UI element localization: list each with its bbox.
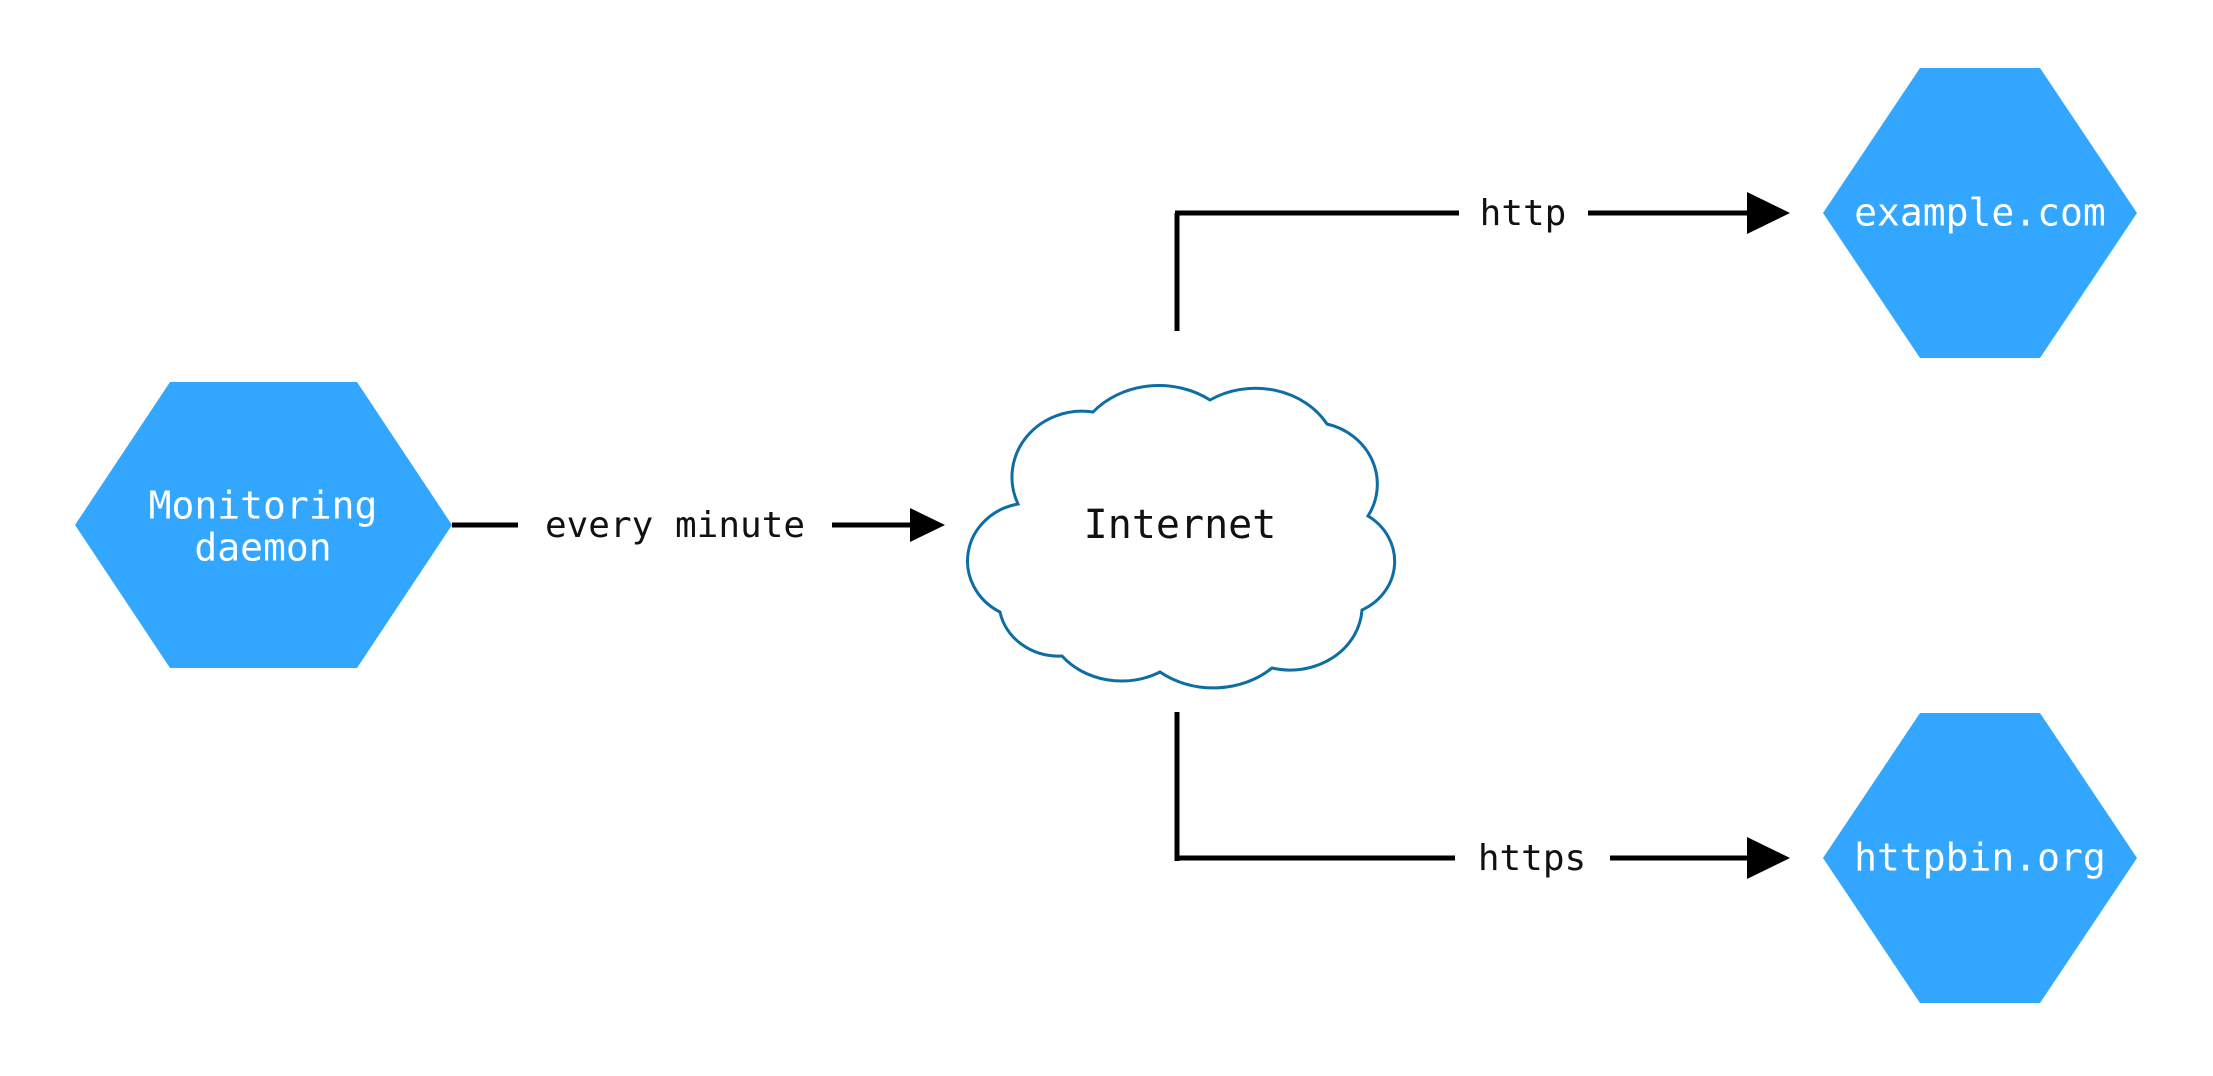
node-internet[interactable]: Internet bbox=[966, 384, 1397, 690]
node-label-line2: daemon bbox=[194, 526, 331, 570]
arrow-head-icon bbox=[1747, 837, 1790, 879]
node-httpbin-org[interactable]: httpbin.org bbox=[1823, 713, 2137, 1003]
edge-label-every-minute: every minute bbox=[545, 505, 805, 546]
arrow-head-icon bbox=[1747, 192, 1790, 234]
hexagon-shape bbox=[1823, 68, 2137, 358]
node-label-internet: Internet bbox=[1084, 502, 1277, 548]
arrow-head-icon bbox=[910, 508, 945, 542]
edge-internet-to-example[interactable]: http bbox=[1174, 192, 1790, 331]
edge-internet-to-httpbin[interactable]: https bbox=[1174, 712, 1790, 879]
cloud-shape bbox=[966, 384, 1397, 690]
node-label-example-com: example.com bbox=[1854, 191, 2106, 235]
node-example-com[interactable]: example.com bbox=[1823, 68, 2137, 358]
node-label-line1: Monitoring bbox=[149, 484, 378, 528]
edge-daemon-to-internet[interactable]: every minute bbox=[452, 505, 945, 546]
edge-label-https: https bbox=[1478, 838, 1586, 879]
hexagon-shape bbox=[75, 382, 452, 668]
hexagon-shape bbox=[1823, 713, 2137, 1003]
node-label-httpbin-org: httpbin.org bbox=[1854, 836, 2106, 880]
node-monitoring-daemon[interactable]: Monitoring daemon bbox=[75, 382, 452, 668]
edge-label-http: http bbox=[1480, 193, 1567, 234]
